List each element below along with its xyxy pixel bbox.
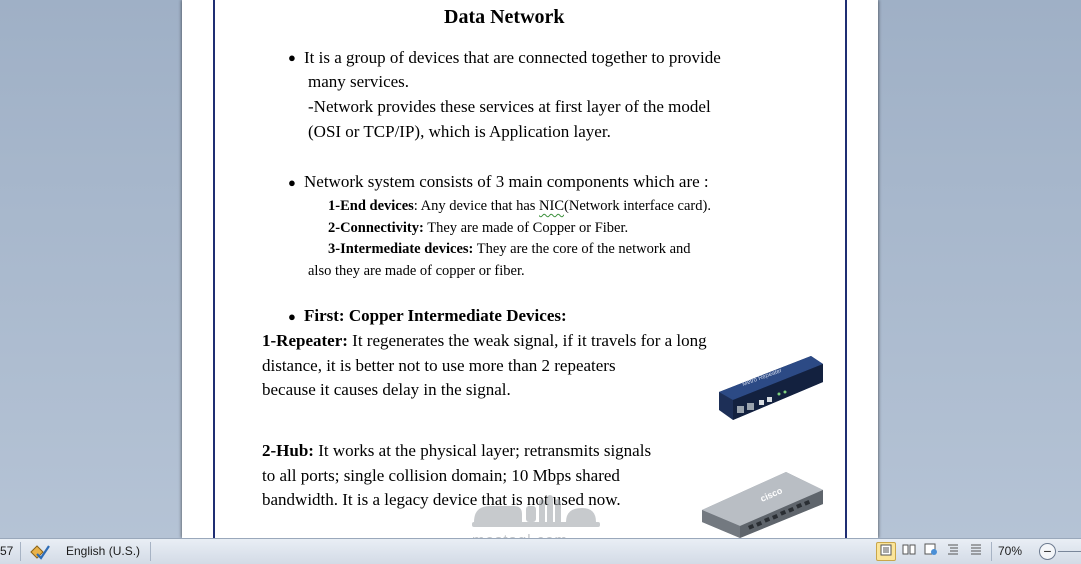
- paragraph-line: bandwidth. It is a legacy device that is…: [262, 490, 621, 509]
- paragraph-line: 1-Repeater: It regenerates the weak sign…: [262, 331, 707, 351]
- minus-icon: −: [1043, 543, 1052, 559]
- book-icon: [902, 544, 916, 555]
- outline-icon: [948, 544, 958, 555]
- zoom-slider-track[interactable]: [1058, 551, 1081, 552]
- section-heading: First: Copper Intermediate Devices:: [304, 306, 567, 326]
- document-title: Data Network: [444, 6, 565, 28]
- web-layout-icon: [924, 543, 937, 555]
- bullet-dot: ●: [288, 175, 296, 190]
- list-item-text: : Any device that has: [413, 198, 540, 214]
- list-item-text: They are the core of the network and: [473, 241, 691, 257]
- zoom-level[interactable]: 70%: [998, 544, 1023, 558]
- hub-image[interactable]: cisco: [700, 464, 825, 538]
- paragraph-line: distance, it is better not to use more t…: [262, 356, 616, 375]
- paragraph-line: also they are made of copper or fiber.: [308, 263, 525, 279]
- status-separator: [150, 542, 151, 561]
- print-layout-icon: [880, 544, 892, 556]
- paragraph-line: -Network provides these services at firs…: [308, 97, 711, 116]
- word-count[interactable]: 57: [0, 544, 14, 558]
- print-layout-view-button[interactable]: [876, 542, 896, 561]
- paragraph-line: It is a group of devices that are connec…: [304, 48, 721, 67]
- paragraph-line: because it causes delay in the signal.: [262, 380, 511, 399]
- paragraph-line: to all ports; single collision domain; 1…: [262, 466, 620, 485]
- paragraph-line: many services.: [308, 72, 410, 91]
- list-item-end-devices: 1-End devices: Any device that has NIC(N…: [328, 196, 711, 216]
- watermark-logo-icon: [472, 495, 600, 527]
- device-label: 2-Hub:: [262, 441, 314, 460]
- status-bar: 57 English (U.S.) 70% −: [0, 538, 1081, 564]
- spellcheck-word[interactable]: NIC: [539, 198, 565, 214]
- list-item-connectivity: 2-Connectivity: They are made of Copper …: [328, 218, 628, 238]
- draft-icon: [971, 544, 981, 555]
- list-item-label: 1-End devices: [328, 198, 414, 214]
- web-layout-view-button[interactable]: [921, 542, 941, 561]
- draft-view-button[interactable]: [966, 542, 986, 561]
- language-indicator[interactable]: English (U.S.): [66, 544, 141, 558]
- list-item-label: 3-Intermediate devices:: [328, 241, 474, 257]
- device-text: It works at the physical layer; retransm…: [313, 441, 652, 460]
- proofing-icon[interactable]: [29, 542, 51, 561]
- paragraph-line: Network system consists of 3 main compon…: [304, 172, 709, 191]
- page-border-left: [213, 0, 215, 538]
- paragraph-line: 2-Hub: It works at the physical layer; r…: [262, 441, 651, 461]
- page-border-right: [845, 0, 847, 538]
- zoom-out-button[interactable]: −: [1039, 543, 1056, 560]
- full-screen-reading-button[interactable]: [899, 542, 919, 561]
- list-item-text: (Network interface card).: [564, 198, 711, 214]
- section-heading-text: First: Copper Intermediate Devices:: [304, 306, 567, 325]
- list-item-label: 2-Connectivity:: [328, 220, 424, 236]
- status-separator: [991, 542, 992, 561]
- list-item-text: They are made of Copper or Fiber.: [423, 220, 629, 236]
- device-label: 1-Repeater:: [262, 331, 348, 350]
- outline-view-button[interactable]: [943, 542, 963, 561]
- status-separator: [20, 542, 21, 561]
- device-text: It regenerates the weak signal, if it tr…: [347, 331, 707, 350]
- paragraph-line: (OSI or TCP/IP), which is Application la…: [308, 122, 611, 141]
- list-item-intermediate: 3-Intermediate devices: They are the cor…: [328, 239, 691, 259]
- bullet-dot: ●: [288, 50, 296, 65]
- bullet-dot: ●: [288, 309, 296, 324]
- repeater-image[interactable]: Metro Repeater: [715, 352, 825, 424]
- document-page[interactable]: Data Network ● It is a group of devices …: [182, 0, 878, 538]
